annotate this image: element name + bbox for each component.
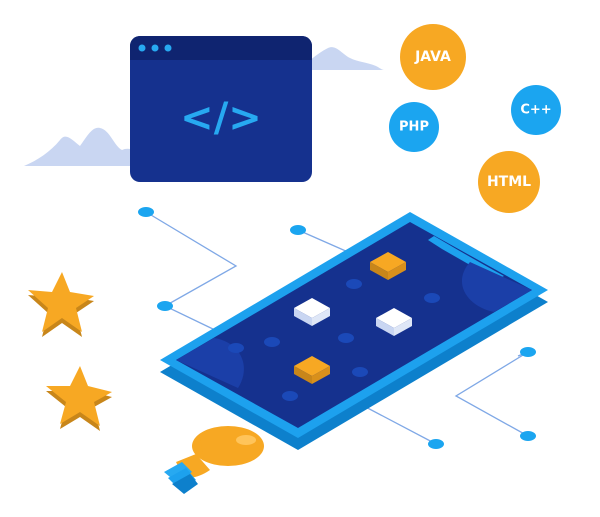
code-window-icon: </> — [130, 36, 312, 182]
window-dot — [151, 44, 159, 52]
badge-php-label: PHP — [399, 120, 429, 135]
badge-html-label: HTML — [487, 174, 531, 190]
smartphone-icon — [160, 212, 548, 450]
circuit-node — [290, 225, 306, 235]
star-icon — [28, 272, 94, 337]
badge-php: PHP — [389, 102, 439, 152]
badge-java: JAVA — [400, 24, 466, 90]
screen-tile-white — [376, 308, 412, 336]
lightbulb-icon — [164, 426, 264, 494]
circuit-nodes — [138, 207, 536, 449]
badge-java-circle — [400, 24, 466, 90]
circuit-lines — [145, 211, 529, 445]
star-icon — [46, 366, 112, 431]
screen-dots — [228, 279, 440, 401]
badge-html-circle — [478, 151, 540, 213]
badge-html: HTML — [478, 151, 540, 213]
badge-cpp: C++ — [511, 85, 561, 135]
cloud-right-icon — [298, 47, 384, 70]
window-dot — [138, 44, 146, 52]
circuit-node — [520, 347, 536, 357]
screen-tile-orange — [294, 356, 330, 384]
badge-php-circle — [389, 102, 439, 152]
code-symbol: </> — [180, 95, 262, 141]
badge-cpp-circle — [511, 85, 561, 135]
circuit-node — [157, 301, 173, 311]
badge-cpp-label: C++ — [520, 103, 551, 118]
window-dot — [164, 44, 172, 52]
phone-screen — [176, 222, 532, 428]
screen-tile-white — [294, 298, 330, 326]
circuit-node — [520, 431, 536, 441]
screen-tile-orange — [370, 252, 406, 280]
circuit-node — [138, 207, 154, 217]
circuit-node — [428, 439, 444, 449]
badge-java-label: JAVA — [414, 49, 451, 65]
